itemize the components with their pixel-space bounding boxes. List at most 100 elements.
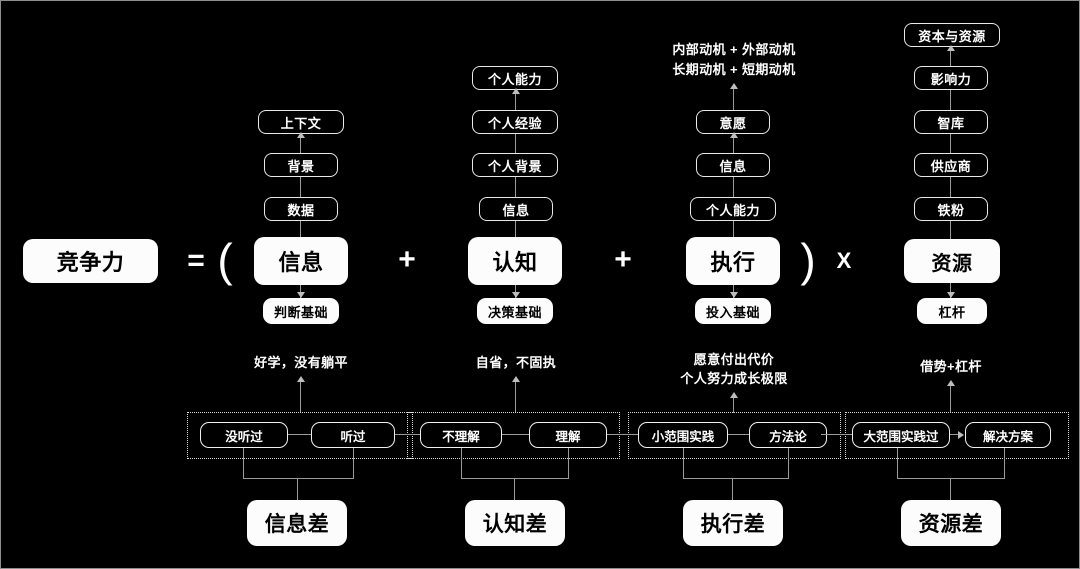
col4-chip-group [845, 412, 1069, 459]
col4-connector-0 [950, 47, 952, 66]
col3-arrow-0 [730, 132, 738, 138]
col4-stack-item-0: 资本与资源 [904, 23, 1000, 47]
col1-bracket-bar [243, 478, 354, 480]
col4-stack-item-2: 智库 [914, 110, 988, 134]
col2-stack-item-2: 个人背景 [472, 153, 558, 177]
col3-bracket-left [683, 448, 685, 479]
col2-chip-1: 理解 [529, 422, 607, 448]
col2-annotation-connector [515, 379, 517, 413]
col1-connector-3 [300, 285, 302, 298]
col2-connector-0 [515, 90, 517, 110]
col2-chip-0: 不理解 [420, 422, 502, 448]
col4-arrow-0 [947, 45, 955, 51]
col1-chip-0: 没听过 [200, 422, 288, 448]
col4-bracket-left [897, 448, 899, 479]
col2-stack-item-1: 个人经验 [472, 110, 558, 134]
col3-footer-box: 投入基础 [695, 298, 771, 324]
col3-connector-2 [733, 221, 735, 237]
col1-chip-connector [288, 434, 311, 436]
col3-annotation-connector [733, 395, 735, 413]
col2-connector-2 [515, 177, 517, 197]
col3-top-note-line1: 内部动机 + 外部动机 [672, 42, 796, 57]
col1-to-col2-connector [395, 434, 420, 436]
col1-bracket-right [353, 448, 355, 479]
col3-stack-item-1: 信息 [696, 153, 770, 177]
col4-stack-item-4: 铁粉 [914, 197, 988, 221]
col2-connector-1 [515, 134, 517, 153]
col1-footer-box: 判断基础 [263, 298, 339, 324]
col3-annotation-line2: 个人努力成长极限 [680, 371, 788, 386]
col3-connector-0 [733, 134, 735, 153]
col4-chip-1: 解决方案 [965, 422, 1051, 448]
col1-connector-2 [300, 221, 302, 237]
col3-connector-1 [733, 177, 735, 197]
col1-arrow-1 [297, 292, 305, 298]
col2-bracket-left [461, 448, 463, 479]
col1-bracket-stem [297, 478, 299, 500]
col4-connector-2 [950, 134, 952, 153]
col4-connector-3 [950, 177, 952, 197]
col3-bracket-right [788, 448, 790, 479]
col2-to-col3-connector [607, 434, 638, 436]
col3-top-note-line2: 长期动机 + 短期动机 [672, 62, 796, 77]
col2-arrow-0 [512, 88, 520, 94]
col3-gap-box: 执行差 [683, 500, 783, 546]
col4-bracket-stem [950, 478, 952, 500]
col4-annotation-arrow [947, 380, 955, 386]
col2-connector-4 [515, 285, 517, 298]
operator-plus-2: + [614, 243, 632, 276]
operator-plus-1: + [398, 243, 416, 276]
col4-annotation-connector [950, 383, 952, 413]
operator-paren-open: ( [217, 234, 233, 286]
col3-annotation-arrow [730, 392, 738, 398]
col1-stack-item-2: 数据 [264, 197, 338, 221]
col3-arrow-1 [730, 292, 738, 298]
col1-chip-group [187, 412, 413, 459]
col1-stack-item-1: 背景 [264, 153, 338, 177]
col1-connector-0 [300, 134, 302, 153]
col3-top-note-arrow [730, 83, 738, 89]
col4-stack-item-1: 影响力 [914, 66, 988, 90]
col3-stack-item-2: 个人能力 [690, 197, 776, 221]
operator-paren-close: ) [800, 234, 816, 286]
col3-annotation-line1: 愿意付出代价 [693, 352, 775, 367]
col3-to-col4-connector [821, 434, 852, 436]
operator-times: X [836, 248, 852, 273]
col1-connector-1 [300, 177, 302, 197]
col3-stack-item-0: 意愿 [696, 110, 770, 134]
col3-bracket-stem [732, 478, 734, 500]
col4-bracket-right [1004, 448, 1006, 479]
col2-stack-item-0: 个人能力 [472, 66, 558, 90]
col1-arrow-0 [297, 132, 305, 138]
col2-bracket-stem [514, 478, 516, 500]
col4-annotation: 借势+杠杆 [920, 359, 982, 374]
col4-gap-box: 资源差 [901, 500, 1001, 546]
col4-chip-arrow [958, 431, 964, 439]
col3-connector-3 [733, 285, 735, 298]
col1-gap-box: 信息差 [247, 500, 347, 546]
col2-arrow-1 [512, 292, 520, 298]
col2-chip-connector [502, 434, 529, 436]
col1-main-box: 信息 [254, 237, 348, 285]
col4-connector-5 [950, 283, 952, 298]
col1-annotation-connector [300, 379, 302, 413]
col4-connector-4 [950, 221, 952, 239]
col2-gap-box: 认知差 [465, 500, 565, 546]
col4-main-box: 资源 [904, 239, 1000, 283]
col2-bracket-right [568, 448, 570, 479]
title-box-competitiveness: 竞争力 [23, 239, 158, 283]
col4-arrow-1 [947, 292, 955, 298]
col2-annotation-arrow [512, 376, 520, 382]
col3-chip-1: 方法论 [749, 422, 827, 448]
col2-connector-3 [515, 221, 517, 237]
col4-chip-connector [950, 434, 960, 436]
operator-equals: = [187, 244, 205, 277]
col3-bracket-bar [683, 478, 789, 480]
col3-main-box: 执行 [686, 237, 780, 285]
col2-footer-box: 决策基础 [477, 298, 553, 324]
col1-bracket-left [243, 448, 245, 479]
col2-main-box: 认知 [468, 237, 562, 285]
col2-annotation: 自省，不固执 [475, 355, 557, 370]
col1-stack-item-0: 上下文 [258, 110, 344, 134]
